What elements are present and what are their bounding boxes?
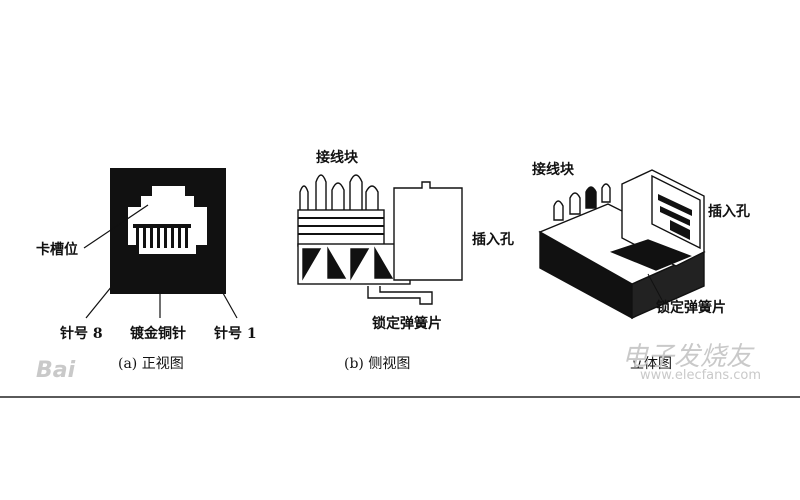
caption-side: (b) 侧视图 bbox=[344, 356, 411, 372]
label-pin1: 针号 1 bbox=[214, 326, 257, 342]
iso-terminal-posts bbox=[553, 183, 611, 221]
side-terminal-ribs bbox=[298, 217, 384, 235]
label-iso-jack: 插入孔 bbox=[708, 204, 750, 220]
caption-iso: 立体图 bbox=[630, 356, 672, 372]
label-iso-terminal: 接线块 bbox=[532, 162, 574, 178]
watermark-logo: 电子发烧友 bbox=[622, 342, 753, 372]
watermark-url: www.elecfans.com bbox=[640, 368, 762, 383]
label-contact: 镀金铜针 bbox=[130, 326, 186, 342]
side-terminal-body bbox=[297, 209, 385, 247]
iso-top-slot bbox=[609, 239, 692, 271]
side-jack-housing bbox=[393, 181, 463, 281]
label-side-jack: 插入孔 bbox=[472, 232, 514, 248]
front-view bbox=[83, 168, 238, 319]
side-view bbox=[297, 174, 463, 305]
side-locking-spring bbox=[367, 286, 433, 305]
label-side-terminal: 接线块 bbox=[316, 150, 358, 166]
label-pin8: 针号 8 bbox=[60, 326, 103, 342]
side-terminal-pins bbox=[299, 174, 379, 212]
front-leaders bbox=[83, 204, 238, 319]
label-slot: 卡槽位 bbox=[36, 242, 78, 258]
iso-view bbox=[538, 169, 706, 320]
bottom-rule bbox=[0, 396, 800, 398]
watermark-left: Bai bbox=[36, 358, 76, 383]
label-side-spring: 锁定弹簧片 bbox=[372, 316, 442, 332]
iso-jack-slots bbox=[658, 194, 692, 240]
front-contact-pins bbox=[133, 224, 191, 248]
iso-spring-leader bbox=[647, 273, 663, 301]
caption-front: (a) 正视图 bbox=[118, 356, 184, 372]
label-iso-spring: 锁定弹簧片 bbox=[656, 300, 726, 316]
